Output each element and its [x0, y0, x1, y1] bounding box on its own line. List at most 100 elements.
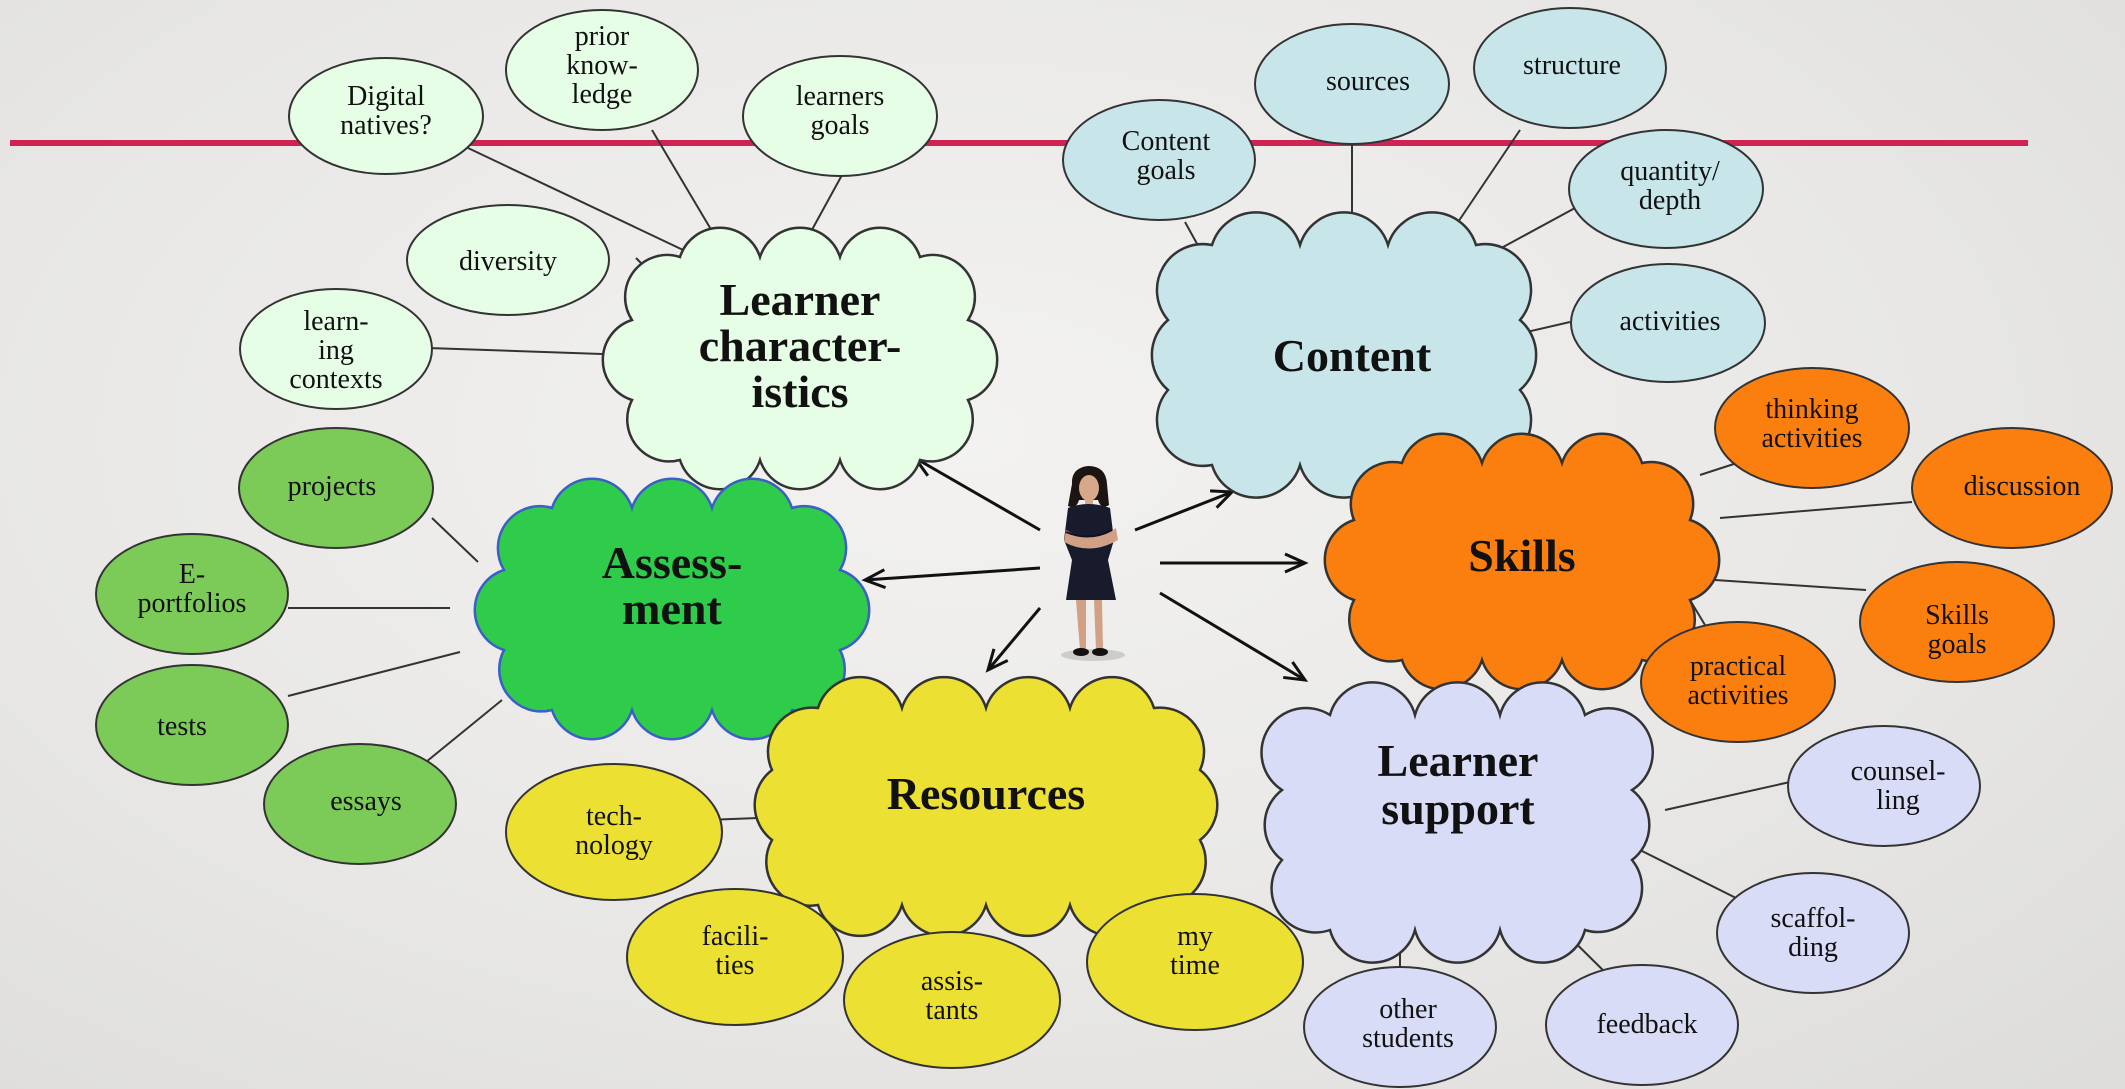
svg-text:diversity: diversity: [459, 246, 557, 277]
hub-label-line: Learner: [720, 274, 881, 325]
svg-text:projects: projects: [288, 471, 377, 502]
leaf-quantity-depth: quantity/depth: [1568, 129, 1764, 249]
leaf-label: goals: [1927, 629, 1986, 660]
hub-resources: Resources: [753, 675, 1219, 938]
leaf-label: projects: [288, 471, 377, 502]
svg-text:tests: tests: [157, 711, 207, 742]
leaf-label: prior: [575, 21, 630, 52]
leaf-label: quantity/: [1620, 156, 1720, 187]
leaf-label: E-: [179, 559, 205, 590]
leaf-label: goals: [810, 110, 869, 141]
leaf-label: activities: [1687, 680, 1788, 711]
leaf-label: natives?: [340, 110, 432, 141]
leaf-label: assis-: [921, 966, 983, 997]
hub-label-line: Assess-: [602, 537, 743, 588]
leaf-label: tants: [926, 995, 979, 1026]
hub-label: Skills: [1468, 530, 1575, 581]
hub-content: Content: [1150, 211, 1538, 499]
svg-text:assis-tants: assis-tants: [921, 966, 983, 1026]
hub-label-line: Resources: [887, 768, 1085, 819]
leaf-label: essays: [330, 786, 402, 817]
hub-assessment: Assess-ment: [473, 477, 871, 741]
hub-label: Resources: [887, 768, 1085, 819]
leaf-label: practical: [1690, 651, 1787, 682]
leaf-label: ledge: [572, 79, 633, 110]
leaf-label: my: [1177, 921, 1213, 952]
arrows: [861, 456, 1309, 682]
svg-text:activities: activities: [1619, 306, 1720, 337]
leaf-label: counsel-: [1851, 756, 1946, 787]
leaf-label: students: [1362, 1023, 1454, 1054]
hub-label: Content: [1273, 330, 1432, 381]
leaf-activities: activities: [1570, 263, 1766, 383]
svg-text:essays: essays: [330, 786, 402, 817]
hub-label-line: istics: [751, 366, 848, 417]
leaf-discussion: discussion: [1911, 427, 2113, 549]
leaf-essays: essays: [263, 743, 457, 865]
leaf-technology: tech-nology: [505, 763, 723, 901]
leaf-label: Skills: [1925, 600, 1989, 631]
svg-text:scaffol-ding: scaffol-ding: [1771, 903, 1856, 963]
leaf-counselling: counsel-ling: [1787, 725, 1981, 847]
leaf-label: tech-: [586, 801, 642, 832]
leaf-label: portfolios: [138, 588, 247, 619]
leaf-label: other: [1379, 994, 1437, 1025]
svg-text:facili-ties: facili-ties: [702, 921, 769, 981]
leaf-label: sources: [1326, 66, 1410, 97]
leaf-label: diversity: [459, 246, 557, 277]
leaf-label: depth: [1639, 185, 1701, 216]
leaf-feedback: feedback: [1545, 964, 1739, 1086]
svg-text:counsel-ling: counsel-ling: [1851, 756, 1946, 816]
leaf-label: Digital: [347, 81, 425, 112]
svg-text:tech-nology: tech-nology: [575, 801, 653, 861]
hub-skills: Skills: [1323, 432, 1721, 691]
leaf-label: know-: [566, 50, 638, 81]
person-icon: [1061, 466, 1125, 661]
svg-text:sources: sources: [1326, 66, 1410, 97]
leaf-assistants: assis-tants: [843, 931, 1061, 1069]
leaf-label: structure: [1523, 50, 1621, 81]
hub-label-line: support: [1381, 783, 1535, 834]
hub-label-line: Content: [1273, 330, 1432, 381]
leaf-label: nology: [575, 830, 653, 861]
leaf-label: learn-: [303, 306, 368, 337]
leaf-e-portfolios: E-portfolios: [95, 533, 289, 655]
leaf-label: tests: [157, 711, 207, 742]
leaf-label: learners: [796, 81, 885, 112]
leaf-label: goals: [1136, 155, 1195, 186]
leaf-label: activities: [1619, 306, 1720, 337]
leaf-label: thinking: [1765, 394, 1858, 425]
leaf-label: discussion: [1964, 471, 2081, 502]
leaf-scaffolding: scaffol-ding: [1716, 872, 1910, 994]
leaf-label: time: [1170, 950, 1220, 981]
leaf-label: feedback: [1596, 1009, 1697, 1040]
leaf-label: contexts: [289, 364, 382, 395]
svg-text:quantity/depth: quantity/depth: [1620, 156, 1720, 216]
leaf-label: ing: [318, 335, 354, 366]
leaf-label: ties: [716, 950, 755, 981]
leaf-projects: projects: [238, 427, 434, 549]
leaf-facilities: facili-ties: [626, 888, 844, 1026]
svg-text:discussion: discussion: [1964, 471, 2081, 502]
